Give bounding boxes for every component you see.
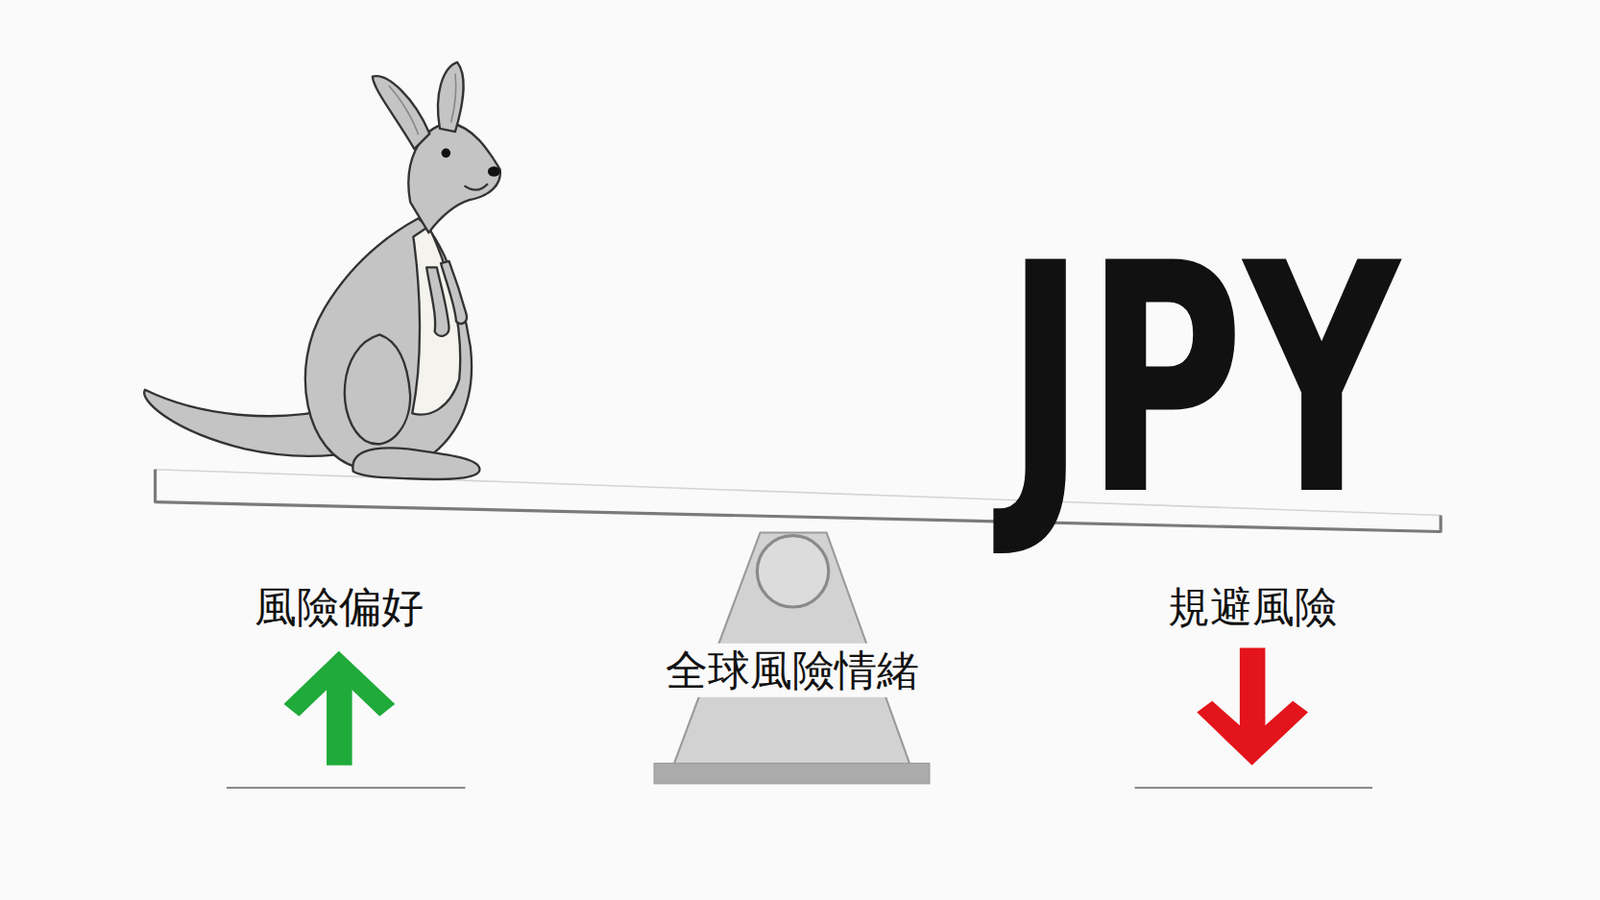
up-arrow bbox=[283, 651, 395, 766]
underline bbox=[1134, 787, 1373, 789]
underline bbox=[226, 787, 466, 789]
risk-label: 規避風險 bbox=[1167, 585, 1337, 629]
currency-label: JPY bbox=[1005, 221, 1400, 539]
fulcrum-node: 全球風險情緒 bbox=[653, 525, 931, 786]
kangaroo-illustration bbox=[144, 62, 501, 480]
down-arrow bbox=[1196, 648, 1309, 766]
node-text: 全球風險情緒 bbox=[661, 643, 923, 698]
risk-label: 風險偏好 bbox=[254, 585, 424, 629]
